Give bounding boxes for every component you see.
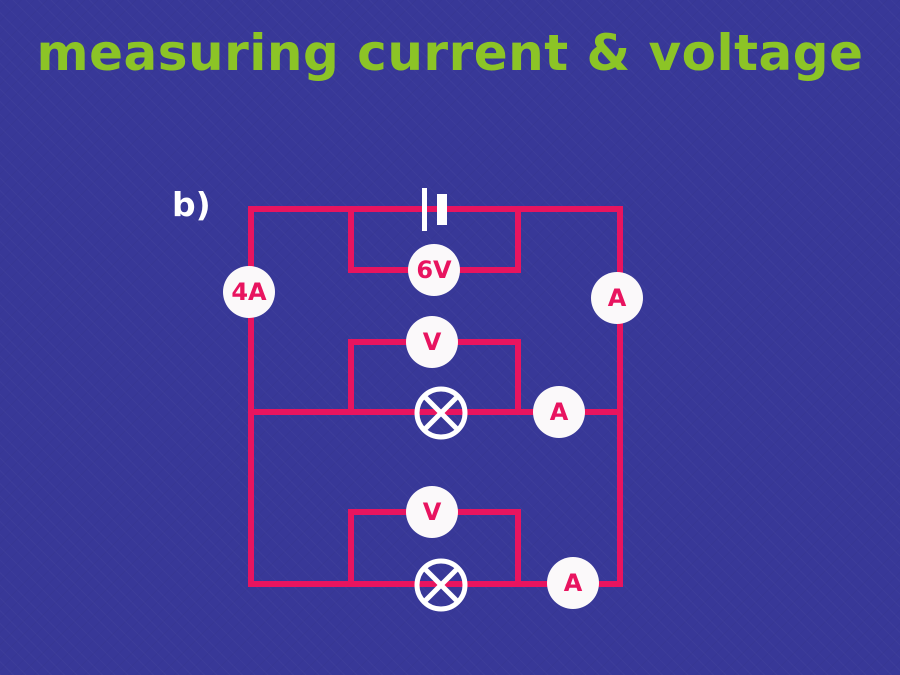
battery-long-plate: [422, 188, 427, 231]
lamp-symbol-1: [414, 386, 468, 440]
ammeter-main-left[interactable]: 4A: [223, 266, 275, 318]
part-label-b: b): [172, 185, 211, 224]
voltmeter-battery[interactable]: 6V: [408, 244, 460, 296]
battery-symbol: [422, 188, 447, 231]
voltmeter-lamp-2[interactable]: V: [406, 486, 458, 538]
voltmeter-lamp-1[interactable]: V: [406, 316, 458, 368]
lamp-2-bulb-outline: [414, 558, 468, 612]
ammeter-lamp-1[interactable]: A: [533, 386, 585, 438]
ammeter-right[interactable]: A: [591, 272, 643, 324]
lamp-symbol-2: [414, 558, 468, 612]
page-title: measuring current & voltage: [36, 24, 864, 82]
lamp-2-cross-b: [422, 566, 460, 604]
battery-short-plate: [437, 194, 447, 225]
lamp-1-bulb-outline: [414, 386, 468, 440]
lamp-1-cross-b: [422, 394, 460, 432]
ammeter-lamp-2[interactable]: A: [547, 557, 599, 609]
